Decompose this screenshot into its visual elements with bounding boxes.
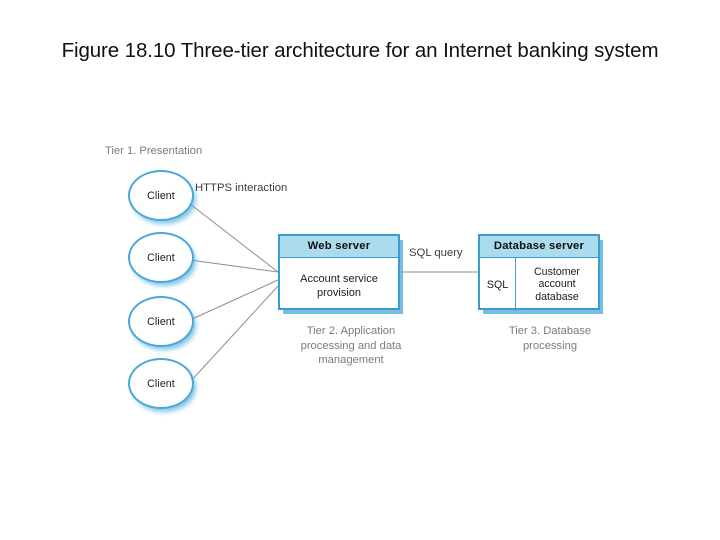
tier3-caption: Tier 3. Database processing (470, 324, 630, 353)
tier1-caption: Tier 1. Presentation (105, 145, 203, 157)
three-tier-architecture-diagram: Tier 1. Presentation Client Client Clien… (0, 120, 720, 420)
database-store-line1: Customer (534, 265, 580, 278)
database-sql-cell: SQL (480, 258, 516, 311)
page-title: Figure 18.10 Three-tier architecture for… (61, 39, 659, 62)
web-server-body-line1: Account service (300, 273, 378, 285)
sql-query-label: SQL query (409, 247, 463, 259)
https-interaction-label: HTTPS interaction (195, 182, 288, 194)
client-node[interactable]: Client (128, 170, 194, 221)
client-node[interactable]: Client (128, 358, 194, 409)
tier2-caption-line2: processing and data (300, 339, 402, 352)
tier3-caption-line1: Tier 3. Database (508, 325, 592, 337)
tier2-caption-line1: Tier 2. Application (306, 325, 396, 337)
database-server-header: Database server (480, 236, 598, 258)
web-server-body-line2: provision (316, 287, 362, 299)
database-store-line3: database (535, 290, 579, 303)
web-server-body: Account service provision (280, 258, 398, 300)
client-node[interactable]: Client (128, 232, 194, 283)
web-server-box[interactable]: Web server Account service provision (278, 234, 400, 310)
database-server-box[interactable]: Database server SQL Customer account dat… (478, 234, 600, 311)
tier2-caption: Tier 2. Application processing and data … (258, 324, 444, 368)
client-node[interactable]: Client (128, 296, 194, 347)
database-server-body: SQL Customer account database (480, 258, 598, 311)
database-store-cell: Customer account database (516, 258, 598, 311)
client-node-label: Client (147, 377, 175, 390)
database-store-line2: account (538, 278, 576, 291)
client-node-label: Client (147, 251, 175, 264)
client-node-label: Client (147, 189, 175, 202)
client-node-label: Client (147, 315, 175, 328)
web-server-header: Web server (280, 236, 398, 258)
tier3-caption-line2: processing (522, 339, 578, 352)
tier2-caption-line3: management (318, 354, 384, 366)
